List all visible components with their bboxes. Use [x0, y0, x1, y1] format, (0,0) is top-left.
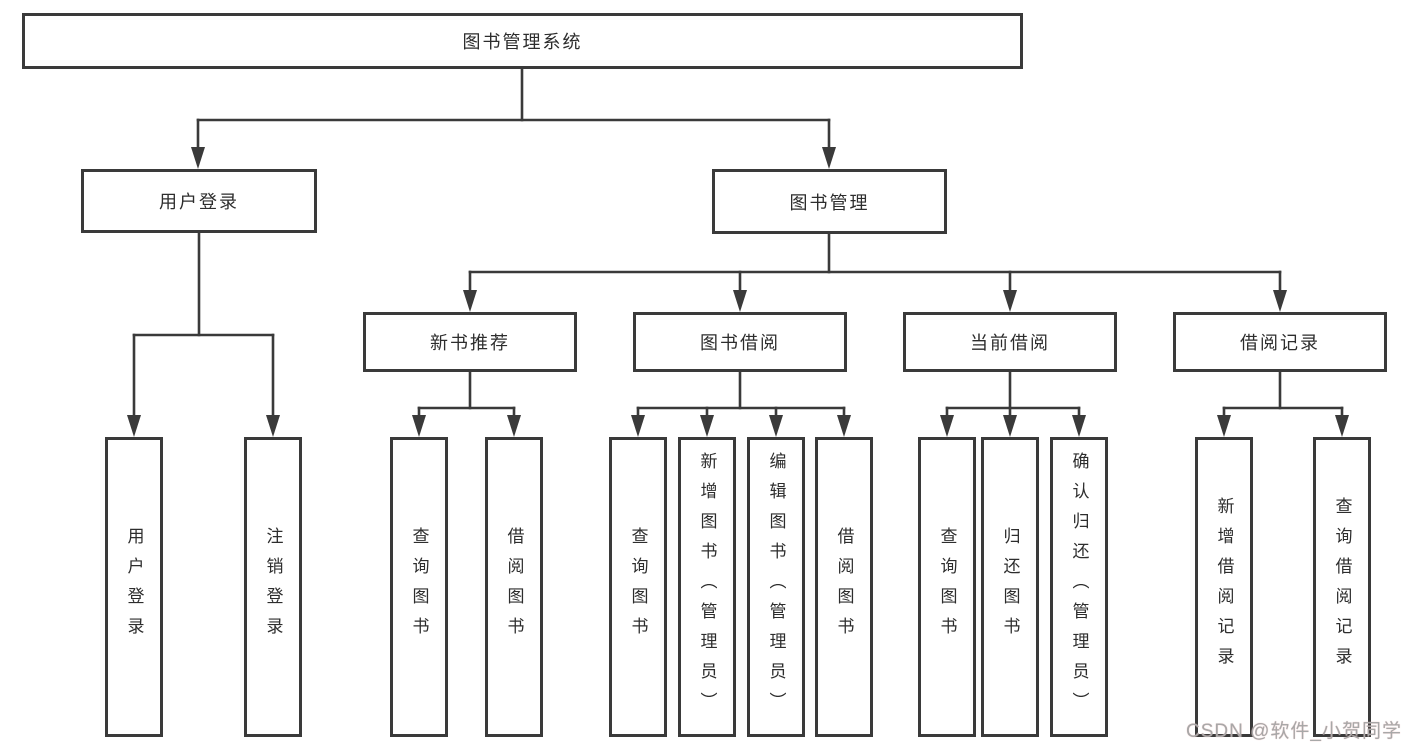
edge-book-borrowing-to-leaves: [631, 370, 851, 437]
edge-new-book-recommend-to-leaves: [412, 370, 521, 437]
node-label: 查询图书: [937, 527, 957, 647]
leaf-edit-books-admin: 编辑图书（管理员）: [747, 437, 805, 737]
node-book-borrowing: 图书借阅: [633, 312, 847, 372]
node-label: 图书管理系统: [462, 32, 583, 52]
node-label: 用户登录: [124, 527, 144, 647]
node-label: 用户登录: [159, 192, 239, 212]
node-label: 图书借阅: [700, 333, 780, 353]
node-label: 查询图书: [628, 527, 648, 647]
node-label: 新增借阅记录: [1214, 497, 1234, 677]
leaf-add-borrow-record: 新增借阅记录: [1195, 437, 1253, 737]
node-current-borrowing: 当前借阅: [903, 312, 1117, 372]
node-label: 借阅图书: [504, 527, 524, 647]
leaf-confirm-return-admin: 确认归还（管理员）: [1050, 437, 1108, 737]
node-label: 归还图书: [1000, 527, 1020, 647]
node-library-management-system: 图书管理系统: [22, 13, 1023, 69]
node-label: 借阅记录: [1240, 333, 1320, 353]
node-label: 确认归还（管理员）: [1069, 452, 1089, 722]
node-label: 图书管理: [789, 192, 870, 213]
leaf-borrow-books: 借阅图书: [815, 437, 873, 737]
edge-user-login-to-leaves: [127, 230, 280, 437]
leaf-logout: 注销登录: [244, 437, 302, 737]
edge-borrow-records-to-leaves: [1217, 370, 1349, 437]
node-label: 新书推荐: [430, 333, 510, 353]
leaf-query-books-recommend: 查询图书: [390, 437, 448, 737]
csdn-watermark: CSDN @软件_小贺同学: [1186, 721, 1402, 742]
leaf-query-borrow-record: 查询借阅记录: [1313, 437, 1371, 737]
node-label: 编辑图书（管理员）: [766, 452, 786, 722]
node-new-book-recommend: 新书推荐: [363, 312, 577, 372]
leaf-query-books-current: 查询图书: [918, 437, 976, 737]
leaf-borrow-books-recommend: 借阅图书: [485, 437, 543, 737]
node-borrow-records: 借阅记录: [1173, 312, 1387, 372]
edge-book-management-to-level2: [463, 232, 1287, 312]
node-label: 注销登录: [263, 527, 283, 647]
leaf-query-books-borrowing: 查询图书: [609, 437, 667, 737]
node-label: 新增图书（管理员）: [697, 452, 717, 722]
node-user-login: 用户登录: [81, 169, 317, 233]
node-book-management: 图书管理: [712, 169, 947, 234]
node-label: 查询借阅记录: [1332, 497, 1352, 677]
edge-current-borrowing-to-leaves: [940, 370, 1086, 437]
node-label: 借阅图书: [834, 527, 854, 647]
leaf-return-books: 归还图书: [981, 437, 1039, 737]
node-label: 查询图书: [409, 527, 429, 647]
leaf-add-books-admin: 新增图书（管理员）: [678, 437, 736, 737]
leaf-user-login: 用户登录: [105, 437, 163, 737]
edge-root-to-level1: [191, 67, 836, 169]
node-label: 当前借阅: [970, 333, 1050, 353]
